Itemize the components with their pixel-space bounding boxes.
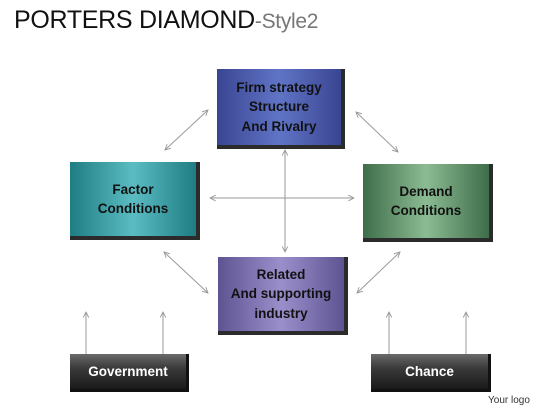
government-label: Government bbox=[88, 364, 168, 379]
factor-conditions-label: Factor Conditions bbox=[97, 181, 169, 216]
related-industry-box: Related And supporting industry bbox=[218, 257, 348, 335]
chance-label: Chance bbox=[405, 364, 454, 379]
arrow-factor-firm bbox=[165, 110, 208, 150]
arrow-firm-demand bbox=[356, 112, 398, 152]
arrow-factor-related bbox=[164, 252, 208, 293]
government-box: Government bbox=[70, 354, 189, 392]
demand-conditions-box: Demand Conditions bbox=[363, 164, 493, 242]
factor-conditions-box: Factor Conditions bbox=[70, 162, 200, 240]
logo-placeholder: Your logo bbox=[488, 395, 530, 406]
firm-strategy-label: Firm strategy Structure And Rivalry bbox=[236, 80, 322, 134]
arrow-related-demand bbox=[357, 252, 400, 293]
demand-conditions-label: Demand Conditions bbox=[390, 183, 462, 218]
diagram-title: PORTERS DIAMOND-Style2 bbox=[14, 6, 318, 35]
related-industry-label: Related And supporting industry bbox=[230, 267, 332, 321]
firm-strategy-box: Firm strategy Structure And Rivalry bbox=[217, 69, 345, 149]
chance-box: Chance bbox=[371, 354, 491, 392]
title-main: PORTERS DIAMOND bbox=[14, 6, 255, 34]
title-style: -Style2 bbox=[254, 10, 319, 33]
